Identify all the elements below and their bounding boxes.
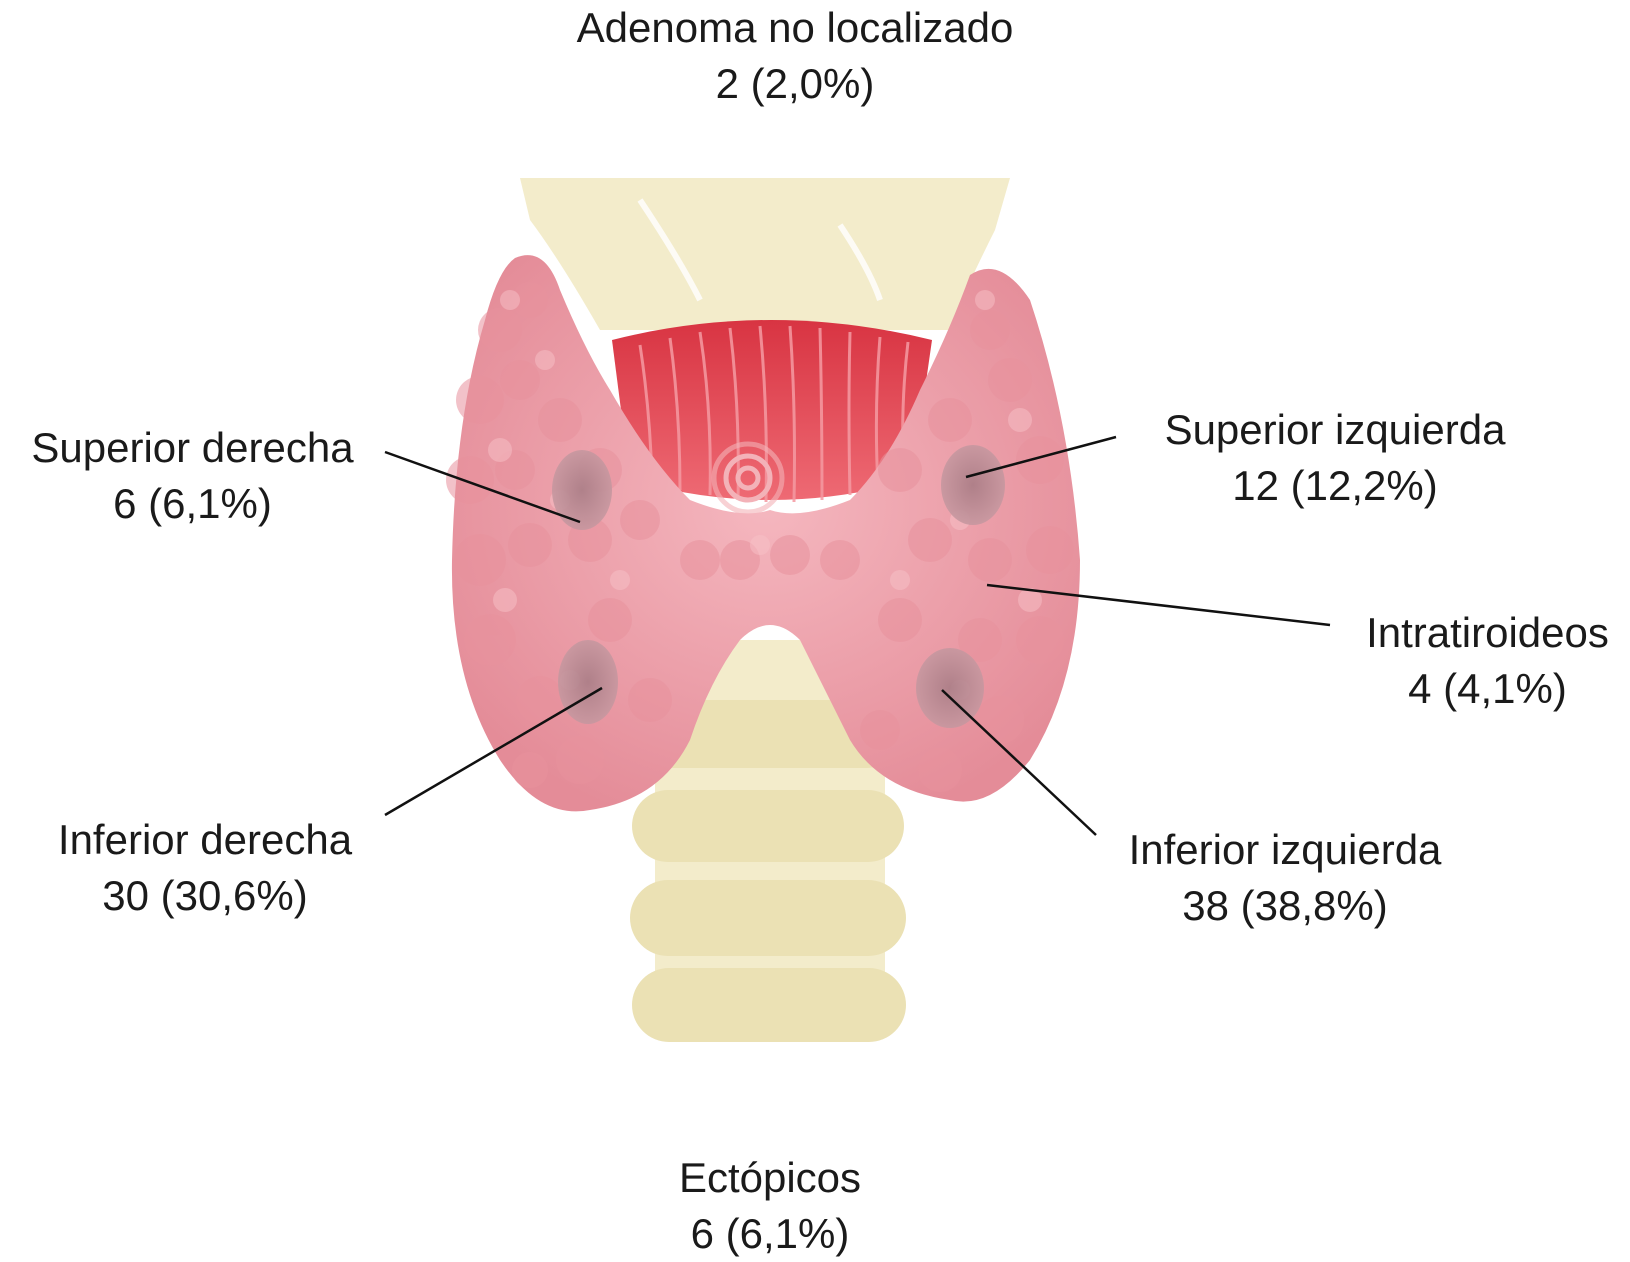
- leader-inferior-derecha: [384, 686, 603, 817]
- spiral-mark: [711, 441, 785, 515]
- label-inferior-derecha: Inferior derecha 30 (30,6%): [20, 812, 390, 924]
- label-inferior-izquierda-name: Inferior izquierda: [1128, 826, 1442, 873]
- trachea: [630, 640, 906, 1042]
- leader-superior-derecha: [384, 450, 581, 524]
- leader-superior-izquierda: [965, 435, 1117, 479]
- label-inferior-izquierda: Inferior izquierda 38 (38,8%): [1095, 822, 1475, 934]
- adenoma-superior-izquierda: [941, 445, 1005, 525]
- leader-inferior-izquierda: [941, 689, 1097, 836]
- adenoma-superior-derecha: [552, 450, 612, 530]
- label-no-localizado: Adenoma no localizado 2 (2,0%): [535, 0, 1055, 112]
- label-no-localizado-name: Adenoma no localizado: [576, 4, 1014, 51]
- adenoma-inferior-izquierda: [916, 648, 984, 728]
- adenoma-spots: [552, 445, 1005, 728]
- label-no-localizado-value: 2 (2,0%): [715, 60, 875, 107]
- label-inferior-izquierda-value: 38 (38,8%): [1182, 882, 1388, 929]
- label-intratiroideos-name: Intratiroideos: [1366, 609, 1609, 656]
- label-superior-izquierda-value: 12 (12,2%): [1232, 462, 1438, 509]
- label-intratiroideos: Intratiroideos 4 (4,1%): [1345, 605, 1630, 717]
- label-ectopicos: Ectópicos 6 (6,1%): [620, 1150, 920, 1262]
- label-ectopicos-value: 6 (6,1%): [690, 1210, 850, 1257]
- label-intratiroideos-value: 4 (4,1%): [1408, 665, 1567, 712]
- label-superior-derecha-value: 6 (6,1%): [113, 480, 272, 527]
- leader-intratiroideos: [986, 583, 1331, 627]
- label-inferior-derecha-name: Inferior derecha: [57, 816, 353, 863]
- leader-lines: [384, 435, 1331, 836]
- label-inferior-derecha-value: 30 (30,6%): [102, 872, 308, 919]
- label-superior-derecha: Superior derecha 6 (6,1%): [0, 420, 385, 532]
- adenoma-inferior-derecha: [558, 640, 618, 724]
- label-superior-izquierda-name: Superior izquierda: [1164, 406, 1506, 453]
- larynx: [520, 178, 1010, 330]
- label-superior-izquierda: Superior izquierda 12 (12,2%): [1125, 402, 1545, 514]
- label-ectopicos-name: Ectópicos: [678, 1154, 862, 1201]
- label-superior-derecha-name: Superior derecha: [31, 424, 354, 471]
- muscle: [612, 320, 932, 515]
